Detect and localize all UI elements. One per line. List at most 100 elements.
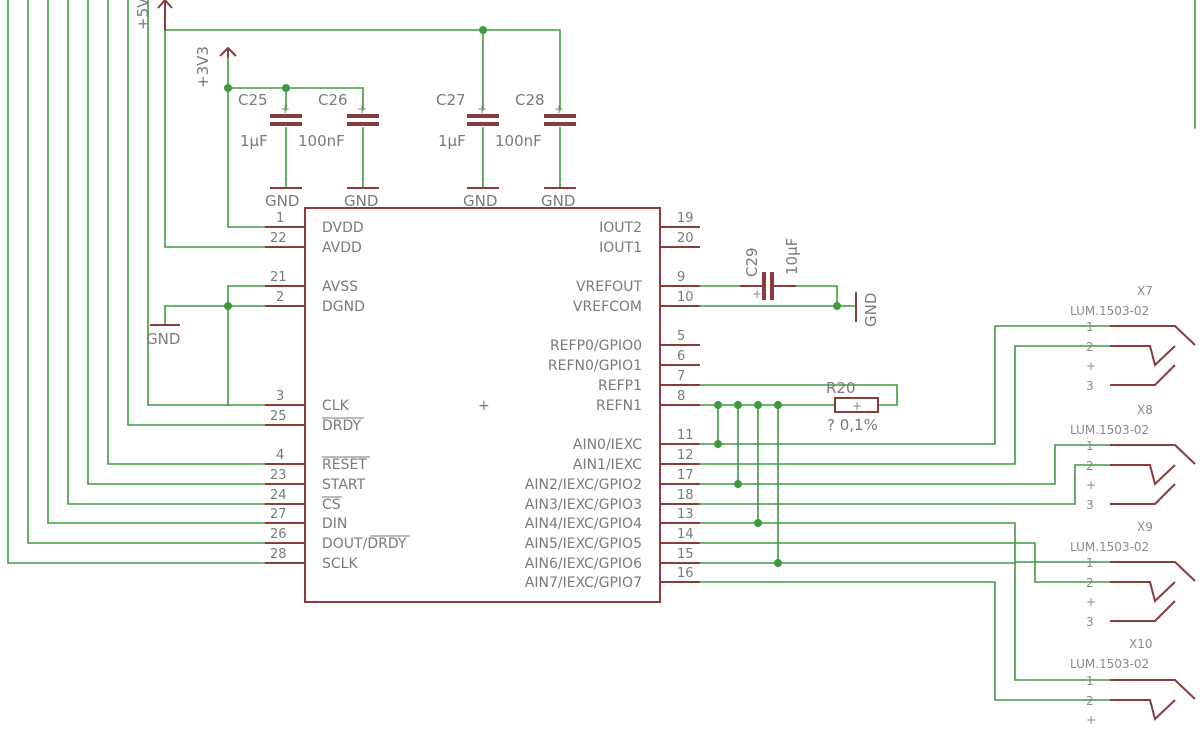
- v5-symbol: +5V: [134, 0, 173, 30]
- connector-x10: X10 LUM.1503-02 1 2 +: [1070, 637, 1196, 727]
- svg-text:18: 18: [677, 488, 694, 503]
- chip-right-pins: 19 IOUT2 20 IOUT1 9 VREFOUT 10 VREFCOM 5…: [525, 211, 700, 591]
- pin-drdy: 25 DRDY: [265, 409, 364, 434]
- svg-text:13: 13: [677, 507, 694, 522]
- svg-text:17: 17: [677, 468, 694, 483]
- pin-refp1: 7 REFP1: [598, 369, 700, 394]
- svg-text:+: +: [1086, 359, 1096, 373]
- svg-text:27: 27: [270, 507, 287, 522]
- svg-text:21: 21: [270, 270, 287, 285]
- capacitor-c28: + C28 100nF: [495, 91, 576, 150]
- svg-text:2: 2: [1086, 340, 1094, 354]
- c27-value: 1µF: [438, 132, 466, 150]
- svg-text:+: +: [280, 102, 290, 116]
- gnd-label-4: GND: [541, 192, 575, 210]
- svg-text:AIN5/IEXC/GPIO5: AIN5/IEXC/GPIO5: [525, 536, 642, 552]
- pin-iout1: 20 IOUT1: [599, 231, 700, 256]
- pin-ain1: 12 AIN1/IEXC: [573, 448, 700, 473]
- c27-name: C27: [436, 91, 466, 109]
- pin-refp0: 5 REFP0/GPIO0: [550, 329, 700, 354]
- gnd-label-2: GND: [344, 192, 378, 210]
- svg-text:+: +: [1086, 478, 1096, 492]
- svg-text:REFN1: REFN1: [596, 398, 642, 414]
- svg-text:+: +: [1086, 595, 1096, 609]
- pin-ain5: 14 AIN5/IEXC/GPIO5: [525, 527, 700, 552]
- svg-text:DOUT/DRDY: DOUT/DRDY: [322, 536, 407, 552]
- svg-text:11: 11: [677, 428, 694, 443]
- pin-iout2: 19 IOUT2: [599, 211, 700, 236]
- svg-text:14: 14: [677, 527, 694, 542]
- svg-text:2: 2: [1086, 459, 1094, 473]
- svg-text:AVSS: AVSS: [322, 279, 358, 295]
- gnd-symbol-right: GND: [855, 292, 880, 327]
- pin-ain7: 16 AIN7/IEXC/GPIO7: [525, 566, 700, 591]
- connector-x8: X8 LUM.1503-02 1 2 + 3: [1070, 403, 1196, 512]
- svg-text:26: 26: [270, 527, 287, 542]
- gnd-label-1: GND: [265, 192, 299, 210]
- svg-text:1: 1: [276, 211, 284, 226]
- pin-vrefout: 9 VREFOUT: [576, 270, 700, 295]
- pin-ain4: 13 AIN4/IEXC/GPIO4: [525, 507, 700, 532]
- svg-text:2: 2: [276, 290, 284, 305]
- connector-x9: X9 LUM.1503-02 1 2 + 3: [1070, 520, 1196, 629]
- pin-din: 27 DIN: [265, 507, 347, 532]
- pin-avss: 21 AVSS: [265, 270, 358, 295]
- pin-refn0: 6 REFN0/GPIO1: [548, 349, 700, 374]
- capacitor-c25: + C25 1µF: [238, 91, 302, 150]
- svg-text:10: 10: [677, 290, 694, 305]
- gnd-label-6: GND: [862, 293, 880, 327]
- c26-name: C26: [318, 91, 348, 109]
- svg-text:VREFOUT: VREFOUT: [576, 279, 642, 295]
- svg-text:DGND: DGND: [322, 299, 365, 315]
- pin-cs: 24 CS: [265, 488, 342, 513]
- capacitor-c27: + C27 1µF: [436, 91, 499, 150]
- left-bus-wires: [7, 0, 286, 564]
- svg-text:5: 5: [677, 329, 685, 344]
- svg-text:CLK: CLK: [322, 398, 350, 414]
- c26-value: 100nF: [298, 132, 345, 150]
- capacitor-c29: + C29 10µF: [740, 238, 801, 301]
- c28-name: C28: [515, 91, 545, 109]
- svg-text:DIN: DIN: [322, 516, 347, 532]
- svg-text:AIN0/IEXC: AIN0/IEXC: [573, 437, 642, 453]
- svg-text:REFN0/GPIO1: REFN0/GPIO1: [548, 358, 642, 374]
- svg-text:AIN3/IEXC/GPIO3: AIN3/IEXC/GPIO3: [525, 497, 642, 513]
- pin-refn1: 8 REFN1: [596, 389, 700, 414]
- svg-text:+: +: [752, 287, 762, 301]
- r20-name: R20: [826, 379, 856, 397]
- pin-dout-drdy: 26 DOUT/DRDY: [265, 527, 410, 552]
- pin-ain0: 11 AIN0/IEXC: [573, 428, 700, 453]
- svg-text:VREFCOM: VREFCOM: [573, 299, 642, 315]
- svg-text:8: 8: [677, 389, 685, 404]
- svg-text:24: 24: [270, 488, 287, 503]
- svg-text:9: 9: [677, 270, 685, 285]
- svg-text:START: START: [322, 477, 366, 493]
- c29-name: C29: [743, 247, 761, 277]
- svg-text:2: 2: [1086, 694, 1094, 708]
- svg-text:AIN6/IEXC/GPIO6: AIN6/IEXC/GPIO6: [525, 556, 642, 572]
- c25-value: 1µF: [240, 132, 268, 150]
- svg-text:X7: X7: [1137, 284, 1153, 298]
- svg-text:15: 15: [677, 547, 694, 562]
- pin-ain3: 18 AIN3/IEXC/GPIO3: [525, 488, 700, 513]
- svg-text:REFP1: REFP1: [598, 378, 642, 394]
- svg-text:AIN1/IEXC: AIN1/IEXC: [573, 457, 642, 473]
- svg-text:22: 22: [270, 231, 287, 246]
- svg-text:1: 1: [1086, 674, 1094, 688]
- pin-dgnd: 2 DGND: [265, 290, 365, 315]
- svg-text:LUM.1503-02: LUM.1503-02: [1070, 423, 1149, 437]
- gnd-symbol-left: GND: [146, 324, 180, 348]
- svg-text:SCLK: SCLK: [322, 556, 358, 572]
- pin-sclk: 28 SCLK: [265, 547, 358, 572]
- pin-avdd: 22 AVDD: [265, 231, 362, 256]
- svg-text:3: 3: [276, 389, 284, 404]
- svg-text:CS: CS: [322, 497, 341, 513]
- pin-vrefcom: 10 VREFCOM: [573, 290, 700, 315]
- v3-label: +3V3: [194, 46, 212, 88]
- c29-value: 10µF: [783, 238, 801, 275]
- svg-text:+: +: [852, 399, 862, 413]
- svg-text:DRDY: DRDY: [322, 418, 362, 434]
- svg-text:1: 1: [1086, 556, 1094, 570]
- pin-clk: 3 CLK: [265, 389, 350, 414]
